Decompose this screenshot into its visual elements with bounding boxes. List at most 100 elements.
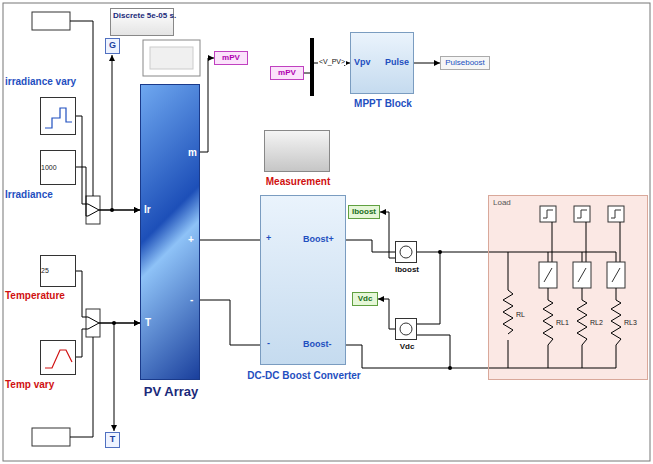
goto-tag: G (105, 38, 120, 54)
sensor-fill (395, 318, 417, 340)
branch-wire (548, 345, 549, 368)
branch-wire (508, 340, 509, 368)
label-text: PV Array (126, 385, 216, 399)
frame (3, 3, 650, 461)
constant-block: 25Temperature (40, 255, 76, 287)
label-text: Measurement (257, 176, 339, 187)
branch-wire (582, 288, 583, 300)
label-text: - (190, 294, 193, 305)
breaker-icon (612, 268, 620, 282)
label-text: Temp vary (5, 379, 54, 390)
branch-wire (548, 252, 549, 262)
branch-wire (508, 252, 509, 290)
breaker-icon (544, 268, 552, 282)
label-text: 25 (41, 267, 75, 275)
current-sensor-icon (400, 246, 412, 258)
label-text: Irradiance (5, 189, 53, 200)
label-text: Iboost (388, 266, 426, 275)
label-text: m (188, 147, 197, 158)
waveform-icon (45, 108, 72, 128)
signal-wire (76, 323, 140, 357)
label-text: T (145, 317, 151, 328)
label-text: mPV (271, 69, 303, 78)
resistor-symbol (543, 300, 553, 345)
signal-wire (76, 271, 140, 323)
label-text: RL2 (590, 319, 603, 327)
signal-source-block: irradiance vary (40, 97, 76, 135)
goto-tag: mPV (214, 51, 248, 65)
branch-wire (616, 252, 617, 262)
control-wire (620, 222, 621, 262)
resistor-symbol (611, 300, 621, 345)
label-text: Vdc (388, 343, 426, 352)
label-text: T (106, 435, 119, 445)
powergui-box (143, 40, 200, 76)
block-fill (40, 340, 76, 375)
signal-wire (200, 240, 260, 241)
measurement-block: Measurement (264, 130, 330, 172)
signal-wire (417, 252, 488, 253)
resistor: RL (504, 291, 514, 341)
from-tag: mPV (270, 66, 304, 80)
constant-block: 1000Irradiance (40, 150, 76, 185)
label-text: Pulse (385, 58, 409, 68)
goto-tag: Pulseboost (440, 56, 490, 70)
resistor-symbol (503, 290, 513, 334)
signal-wire (346, 345, 488, 368)
block-fill (40, 150, 76, 185)
step-icon (611, 210, 621, 218)
label-text: G (106, 41, 119, 51)
branch-wire (582, 252, 583, 262)
label-text: + (266, 234, 271, 244)
switch-block (86, 196, 100, 224)
mppt-block: VpvPulseMPPT Block (350, 32, 414, 94)
pv-array-block: IrTm+-PV Array (140, 84, 200, 380)
label-text: RL1 (556, 319, 569, 327)
sensor-fill (395, 241, 417, 263)
label-text: DC-DC Boost Converter (247, 370, 361, 381)
block-fill (40, 97, 76, 135)
load-branches (539, 206, 625, 368)
control-wire (586, 222, 587, 262)
control-block (32, 428, 70, 446)
goto-tag: Vdc (352, 292, 378, 306)
step-icon (577, 210, 587, 218)
powergui-block: Discrete 5e-05 s. (110, 8, 174, 36)
waveform-icon (45, 350, 72, 368)
signal-wire (414, 63, 440, 64)
breaker-block (573, 262, 591, 288)
goto-wire (114, 323, 115, 431)
boost-converter-block: +-Boost+Boost-DC-DC Boost Converter (260, 195, 346, 365)
load-subsystem: LoadRLRL1RL2RL3 (488, 195, 648, 380)
breaker-block (539, 262, 557, 288)
resistor: RL3 (612, 301, 622, 346)
label-text: Vdc (353, 295, 377, 304)
label-text: Boost+ (303, 235, 334, 245)
switch-block (86, 309, 100, 337)
resistor: RL2 (578, 301, 588, 346)
step-icon (543, 210, 553, 218)
load-bottom-bus (488, 368, 616, 369)
control-block (32, 12, 70, 30)
resistor-symbol (577, 300, 587, 345)
label-text: + (188, 234, 194, 245)
label-text: 1000 (41, 164, 75, 172)
load-area (488, 195, 648, 380)
label-text: Temperature (5, 290, 65, 301)
sense-wire (417, 252, 440, 324)
signal-wire (200, 58, 214, 152)
breaker-icon (578, 268, 586, 282)
switch-symbols (86, 196, 100, 337)
label-text: Vpv (354, 58, 371, 68)
current-sensor: Iboost (395, 241, 417, 263)
signal-wire (346, 240, 395, 252)
step-block (540, 206, 556, 222)
label-text: Iboost (349, 208, 379, 217)
step-block (574, 206, 590, 222)
powergui-icon (143, 40, 200, 76)
powergui-inner (150, 47, 193, 69)
signal-wire (380, 212, 395, 258)
resistor: RL1 (544, 301, 554, 346)
label-text: Discrete 5e-05 s. (113, 12, 171, 21)
